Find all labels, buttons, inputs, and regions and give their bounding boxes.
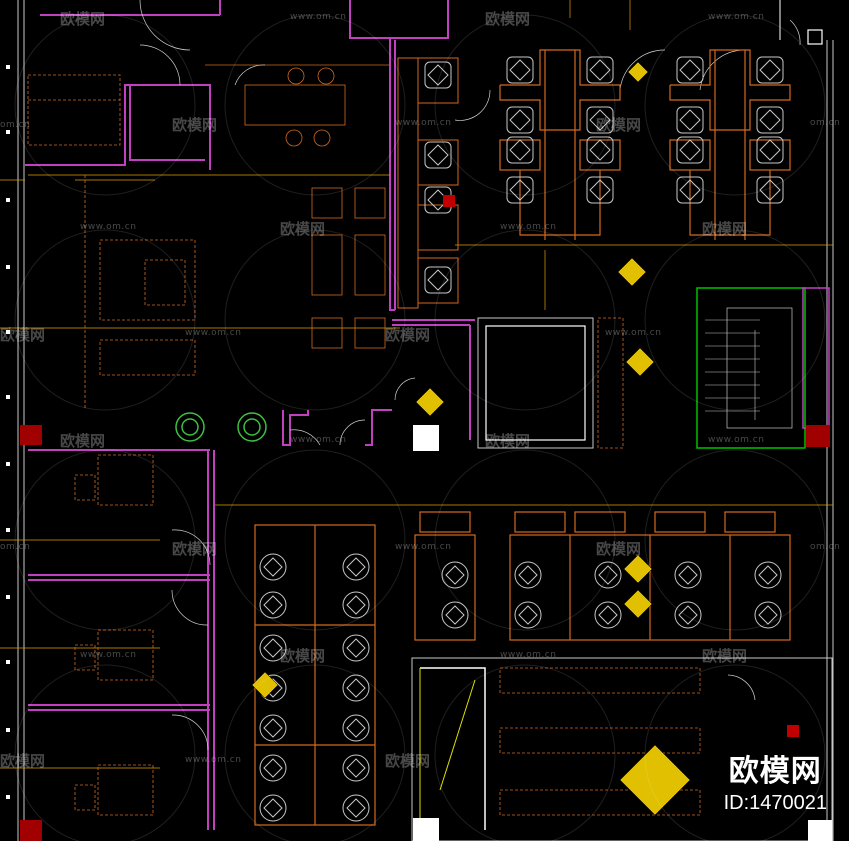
watermark-text: 欧模网: [485, 432, 531, 450]
watermark-url: www.om.cn: [395, 118, 452, 128]
watermark-text: 欧模网: [280, 647, 326, 665]
pantry-area: [205, 64, 390, 349]
watermark-url: www.om.cn: [185, 755, 242, 765]
open-office-desks-south: [254, 511, 791, 826]
watermark-url: www.om.cn: [290, 12, 347, 22]
brand-logo: 欧模网: [728, 754, 822, 789]
watermark-url: om.cn: [810, 542, 841, 552]
watermark-text: 欧模网: [485, 10, 531, 28]
watermark-url: www.om.cn: [500, 650, 557, 660]
watermark-url: om.cn: [0, 120, 31, 130]
watermark-text: 欧模网: [172, 116, 218, 134]
brand-watermark: 欧模网 ID:1470021: [724, 746, 827, 815]
watermark-text: 欧模网: [702, 647, 748, 665]
watermark-text: 欧模网: [596, 116, 642, 134]
dimension-lines: [0, 0, 833, 769]
storage-room: [411, 657, 833, 841]
brand-id: ID:1470021: [723, 792, 827, 814]
watermark-text: 欧模网: [60, 432, 106, 450]
interior-walls: [25, 0, 475, 830]
watermark-url: www.om.cn: [185, 328, 242, 338]
private-offices: [74, 454, 154, 816]
watermark-text: 欧模网: [385, 326, 431, 344]
watermark-text: 欧模网: [702, 220, 748, 238]
watermark-url: www.om.cn: [290, 435, 347, 445]
left-ruler: [6, 65, 10, 799]
watermark-url: www.om.cn: [80, 222, 137, 232]
watermark-url: www.om.cn: [605, 328, 662, 338]
watermark-text: 欧模网: [0, 326, 46, 344]
reception-furniture: [27, 74, 196, 410]
watermark-url: www.om.cn: [80, 650, 137, 660]
column-marker: [807, 29, 823, 45]
watermark-url: www.om.cn: [395, 542, 452, 552]
watermark-url: om.cn: [0, 542, 31, 552]
watermark-url: www.om.cn: [708, 435, 765, 445]
watermark-text: 欧模网: [60, 10, 106, 28]
watermark-text: 欧模网: [0, 752, 46, 770]
watermark-text: 欧模网: [385, 752, 431, 770]
plants: [175, 412, 267, 442]
section-tags: [251, 61, 691, 816]
red-markers: [20, 195, 830, 841]
watermark-rings: [14, 14, 826, 841]
door-swings: [139, 0, 801, 751]
watermark-url: om.cn: [810, 118, 841, 128]
watermark-text: 欧模网: [596, 540, 642, 558]
corridor-workstations: [397, 57, 459, 309]
white-blocks: [413, 425, 832, 841]
watermark-text: 欧模网: [172, 540, 218, 558]
watermark-text: 欧模网: [280, 220, 326, 238]
watermark-url: www.om.cn: [708, 12, 765, 22]
staircase: [696, 287, 830, 449]
elevator-core: [477, 317, 624, 449]
watermark-url: www.om.cn: [500, 222, 557, 232]
